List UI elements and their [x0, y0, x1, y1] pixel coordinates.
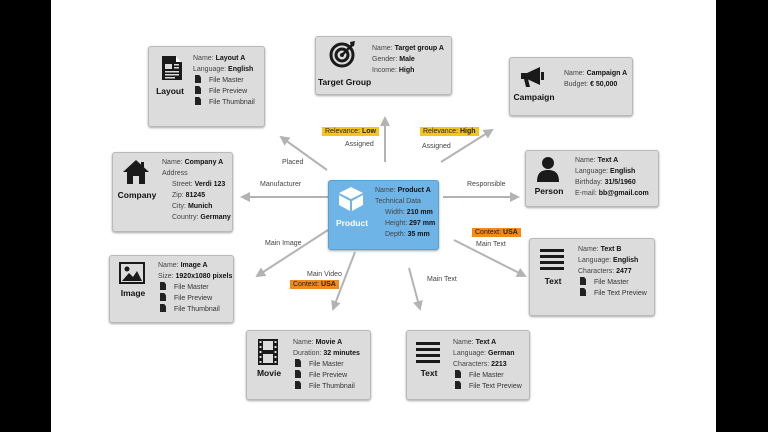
- movie-title: Movie: [256, 368, 282, 378]
- text-lines-icon: [540, 249, 564, 270]
- edge-label-assigned-low: Assigned: [345, 141, 374, 148]
- text-b-node[interactable]: Text Name: Text B Language: English Char…: [529, 238, 655, 316]
- edge-label-assigned-high: Assigned: [422, 143, 451, 150]
- target-icon: [329, 41, 355, 68]
- edge-label-main-text-a: Main Text: [427, 276, 457, 283]
- person-node[interactable]: Person Name: Text A Language: English Bi…: [525, 150, 659, 207]
- edge-movie: [331, 251, 356, 311]
- campaign-node[interactable]: Campaign Name: Campaign A Budget: € 50,0…: [509, 57, 633, 116]
- context-text-tag: Context: USA: [472, 228, 521, 237]
- file-icon: [295, 381, 301, 389]
- file-icon: [580, 277, 586, 285]
- target-group-node[interactable]: Target Group Name: Target group A Gender…: [315, 36, 452, 95]
- diagram-canvas: Placed Assigned Assigned Manufacturer Re…: [51, 0, 716, 432]
- target-group-title: Target Group: [318, 77, 372, 87]
- product-node[interactable]: Product Name: Product A Technical Data W…: [328, 180, 439, 250]
- layout-title: Layout: [156, 86, 184, 96]
- file-icon: [455, 381, 461, 389]
- document-icon: [162, 56, 182, 80]
- edge-label-responsible: Responsible: [467, 181, 506, 188]
- edge-label-main-video: Main Video: [307, 271, 342, 278]
- company-node[interactable]: Company Name: Company A Address Street: …: [112, 152, 233, 232]
- company-title: Company: [117, 190, 157, 200]
- edge-image: [255, 229, 329, 278]
- megaphone-icon: [521, 67, 544, 87]
- movie-node[interactable]: Movie Name: Movie A Duration: 32 minutes…: [246, 330, 371, 400]
- edge-campaign: [440, 128, 494, 163]
- box-icon: [339, 187, 363, 211]
- campaign-title: Campaign: [513, 92, 555, 102]
- file-icon: [580, 288, 586, 296]
- file-icon: [295, 370, 301, 378]
- relevance-high-tag: Relevance: High: [420, 127, 479, 136]
- relevance-low-tag: Relevance: Low: [322, 127, 379, 136]
- file-icon: [295, 359, 301, 367]
- edge-label-main-image: Main Image: [265, 240, 302, 247]
- house-icon: [123, 160, 149, 184]
- product-title: Product: [335, 218, 369, 228]
- file-icon: [455, 370, 461, 378]
- file-icon: [195, 75, 201, 83]
- edge-layout: [279, 135, 328, 171]
- layout-node[interactable]: Layout Name: Layout A Language: English …: [148, 46, 265, 127]
- text-lines-icon: [416, 342, 440, 363]
- image-node[interactable]: Image Name: Image A Size: 1920x1080 pixe…: [109, 255, 234, 323]
- file-icon: [195, 86, 201, 94]
- text-b-title: Text: [544, 276, 562, 286]
- image-title: Image: [120, 288, 146, 298]
- edge-textb: [453, 239, 527, 277]
- file-icon: [160, 304, 166, 312]
- image-icon: [119, 262, 145, 284]
- file-icon: [160, 293, 166, 301]
- edge-label-placed: Placed: [282, 159, 304, 166]
- person-title: Person: [534, 186, 564, 196]
- text-a-title: Text: [420, 368, 438, 378]
- file-icon: [160, 282, 166, 290]
- edge-label-manufacturer: Manufacturer: [260, 181, 302, 188]
- edge-texta: [408, 267, 423, 311]
- person-icon: [537, 157, 559, 182]
- film-strip-icon: [258, 339, 278, 365]
- edge-label-main-text-b: Main Text: [476, 241, 506, 248]
- context-video-tag: Context: USA: [290, 280, 339, 289]
- file-icon: [195, 97, 201, 105]
- text-a-node[interactable]: Text Name: Text A Language: German Chara…: [406, 330, 530, 400]
- edges-layer: [240, 116, 527, 311]
